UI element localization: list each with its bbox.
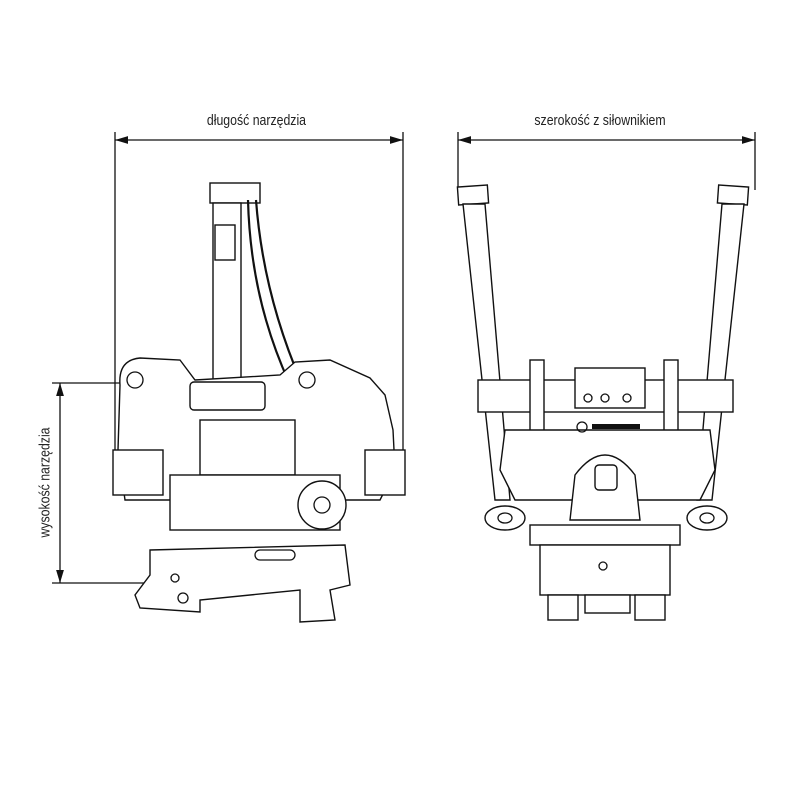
brand-logo-icon xyxy=(576,421,588,433)
width-dimension-line xyxy=(457,132,756,190)
width-dimension-label: szerokość z siłownikiem xyxy=(534,112,666,129)
front-view-tiltrotator xyxy=(456,184,750,621)
length-dimension-line xyxy=(114,132,404,460)
side-view-tiltrotator xyxy=(112,182,406,623)
brand-logo-text xyxy=(592,424,640,429)
length-dimension-label: długość narzędzia xyxy=(206,112,307,129)
height-dimension-line xyxy=(52,382,150,584)
